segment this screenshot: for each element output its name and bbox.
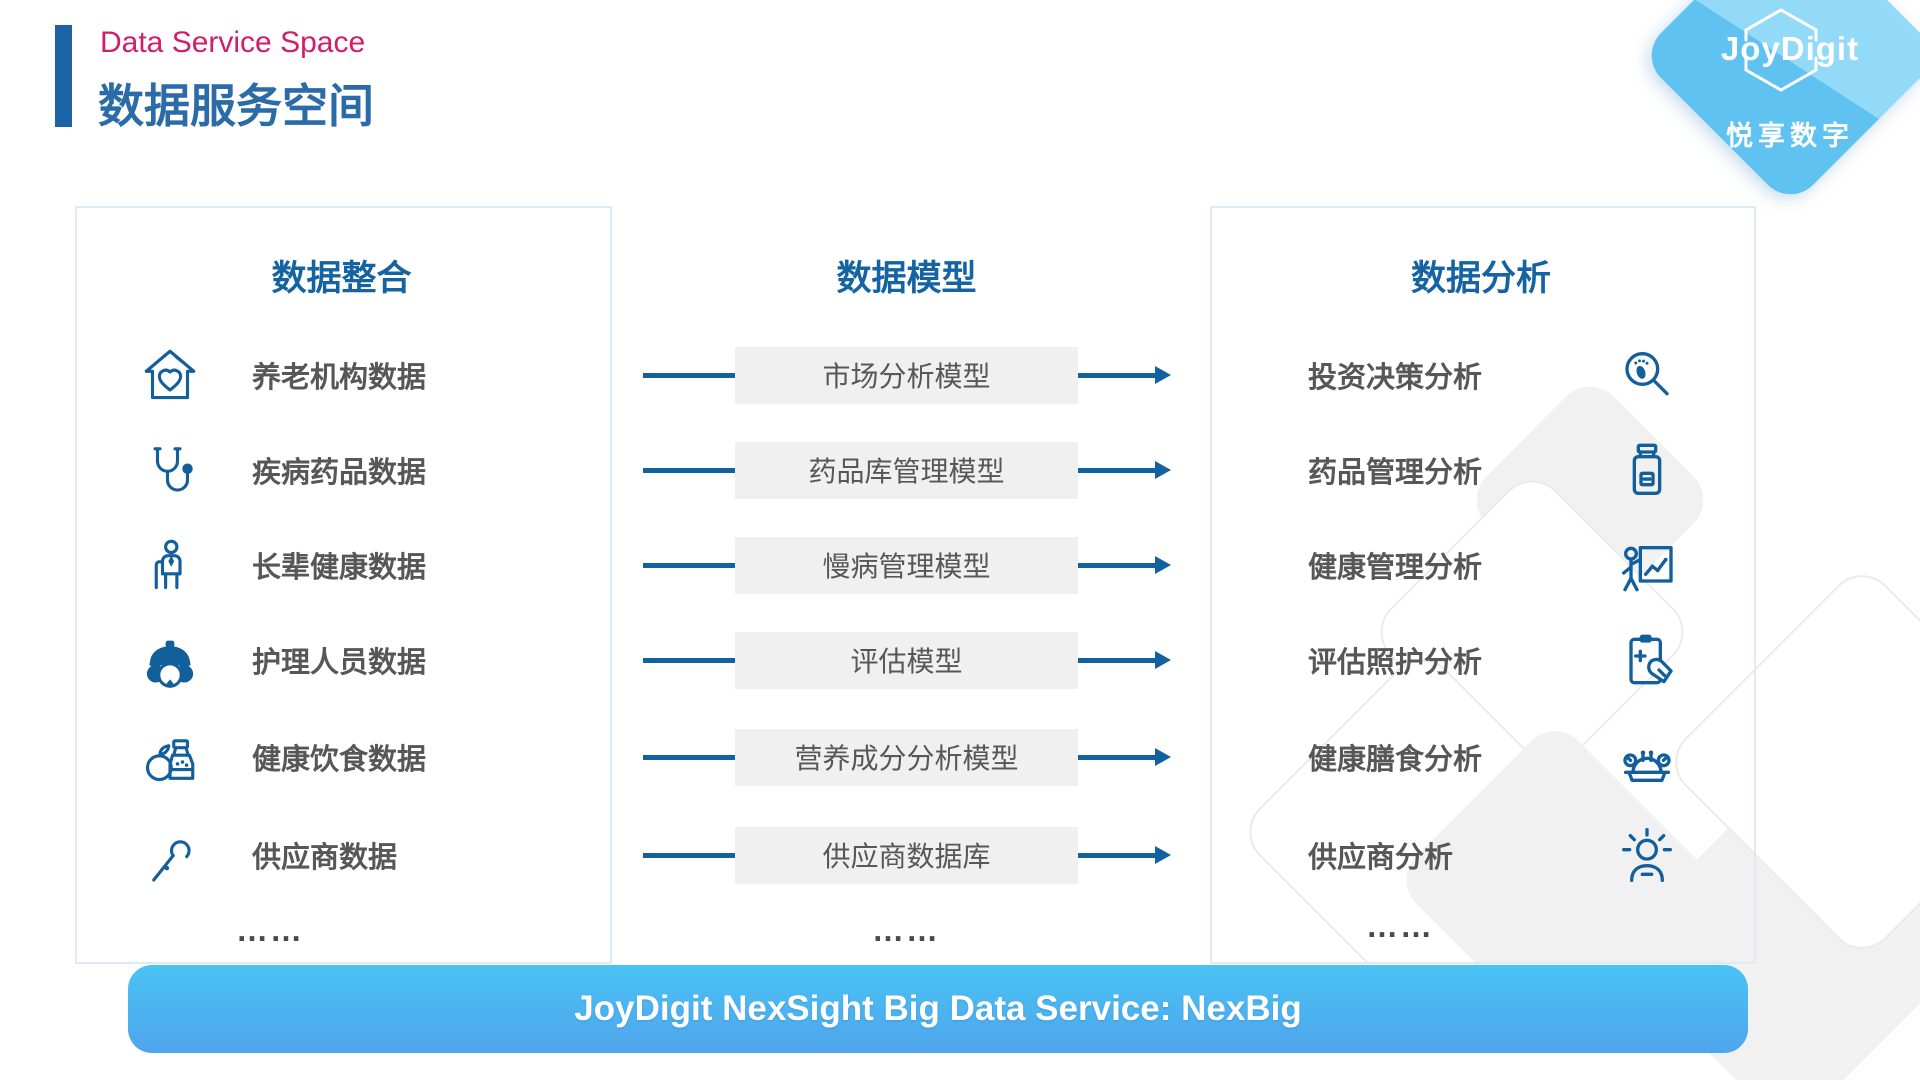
arrow-right-icon — [1078, 460, 1171, 479]
list-item: 供应商分析 — [1210, 821, 1752, 889]
data-analysis-panel — [1210, 206, 1756, 964]
banner-text: JoyDigit NexSight Big Data Service: NexB… — [574, 989, 1302, 1028]
nurse-icon — [139, 629, 201, 691]
healthy-food-icon — [139, 726, 201, 788]
list-item: 评估照护分析 — [1210, 626, 1752, 694]
data-source-label: 长辈健康数据 — [252, 552, 427, 584]
elderly-person-icon — [139, 534, 201, 596]
subtitle-english: Data Service Space — [100, 26, 366, 59]
ellipsis-more: …… — [872, 912, 940, 948]
supplier-idea-icon — [1614, 822, 1680, 888]
data-source-label: 健康饮食数据 — [252, 744, 427, 776]
list-item: 药品管理分析 — [1210, 436, 1752, 504]
connector-line — [643, 562, 735, 568]
page-title: 数据服务空间 — [98, 80, 374, 132]
list-item: 供应商数据 — [75, 821, 608, 889]
logo-brand-name-chinese: 悦享数字 — [1726, 121, 1854, 151]
model-box: 评估模型 — [735, 631, 1078, 689]
data-source-label: 供应商数据 — [252, 842, 398, 874]
analysis-label: 健康膳食分析 — [1308, 744, 1483, 776]
list-item: 疾病药品数据 — [75, 436, 608, 504]
house-heart-icon — [139, 344, 201, 406]
list-item: 健康管理分析 — [1210, 531, 1752, 599]
arrow-right-icon — [1078, 747, 1171, 766]
data-integration-panel — [75, 206, 612, 964]
ellipsis-more: …… — [1366, 908, 1434, 944]
column-title-analysis: 数据分析 — [1410, 259, 1551, 298]
list-item: 护理人员数据 — [75, 626, 608, 694]
analysis-label: 评估照护分析 — [1308, 647, 1483, 679]
ellipsis-more: …… — [236, 912, 304, 948]
connector-line — [643, 657, 735, 663]
logo-hexagon-icon — [1744, 8, 1818, 92]
walking-cane-icon — [139, 824, 201, 886]
connector-line — [643, 467, 735, 473]
model-row: 营养成分分析模型 — [608, 723, 1210, 791]
data-source-label: 护理人员数据 — [252, 647, 427, 679]
list-item: 健康膳食分析 — [1210, 723, 1752, 791]
model-row: 供应商数据库 — [608, 821, 1210, 889]
data-source-label: 养老机构数据 — [252, 362, 427, 394]
logo-brand-name: JoyDigit — [1720, 30, 1860, 67]
model-row: 评估模型 — [608, 626, 1210, 694]
stethoscope-icon — [139, 439, 201, 501]
model-box: 营养成分分析模型 — [735, 728, 1078, 786]
arrow-right-icon — [1078, 555, 1171, 574]
analysis-label: 供应商分析 — [1308, 842, 1454, 874]
column-title-integration: 数据整合 — [271, 259, 412, 298]
list-item: 投资决策分析 — [1210, 341, 1752, 409]
model-box: 药品库管理模型 — [735, 441, 1078, 499]
arrow-right-icon — [1078, 845, 1171, 864]
list-item: 健康饮食数据 — [75, 723, 608, 791]
arrow-right-icon — [1078, 650, 1171, 669]
medicine-bottle-icon — [1614, 437, 1680, 503]
model-row: 市场分析模型 — [608, 341, 1210, 409]
health-chart-presenter-icon — [1614, 532, 1680, 598]
model-row: 药品库管理模型 — [608, 436, 1210, 504]
model-box: 供应商数据库 — [735, 826, 1078, 884]
magnifier-footprint-icon — [1614, 342, 1680, 408]
bottom-banner: JoyDigit NexSight Big Data Service: NexB… — [128, 965, 1748, 1053]
data-source-label: 疾病药品数据 — [252, 457, 427, 489]
model-row: 慢病管理模型 — [608, 531, 1210, 599]
column-title-models: 数据模型 — [836, 259, 977, 298]
list-item: 养老机构数据 — [75, 341, 608, 409]
seafood-dish-icon — [1614, 724, 1680, 790]
title-accent-bar — [55, 25, 72, 127]
connector-line — [643, 372, 735, 378]
model-box: 慢病管理模型 — [735, 536, 1078, 594]
analysis-label: 健康管理分析 — [1308, 552, 1483, 584]
connector-line — [643, 852, 735, 858]
analysis-label: 药品管理分析 — [1308, 457, 1483, 489]
analysis-label: 投资决策分析 — [1308, 362, 1483, 394]
connector-line — [643, 754, 735, 760]
care-clipboard-icon — [1614, 627, 1680, 693]
arrow-right-icon — [1078, 365, 1171, 384]
model-box: 市场分析模型 — [735, 346, 1078, 404]
list-item: 长辈健康数据 — [75, 531, 608, 599]
